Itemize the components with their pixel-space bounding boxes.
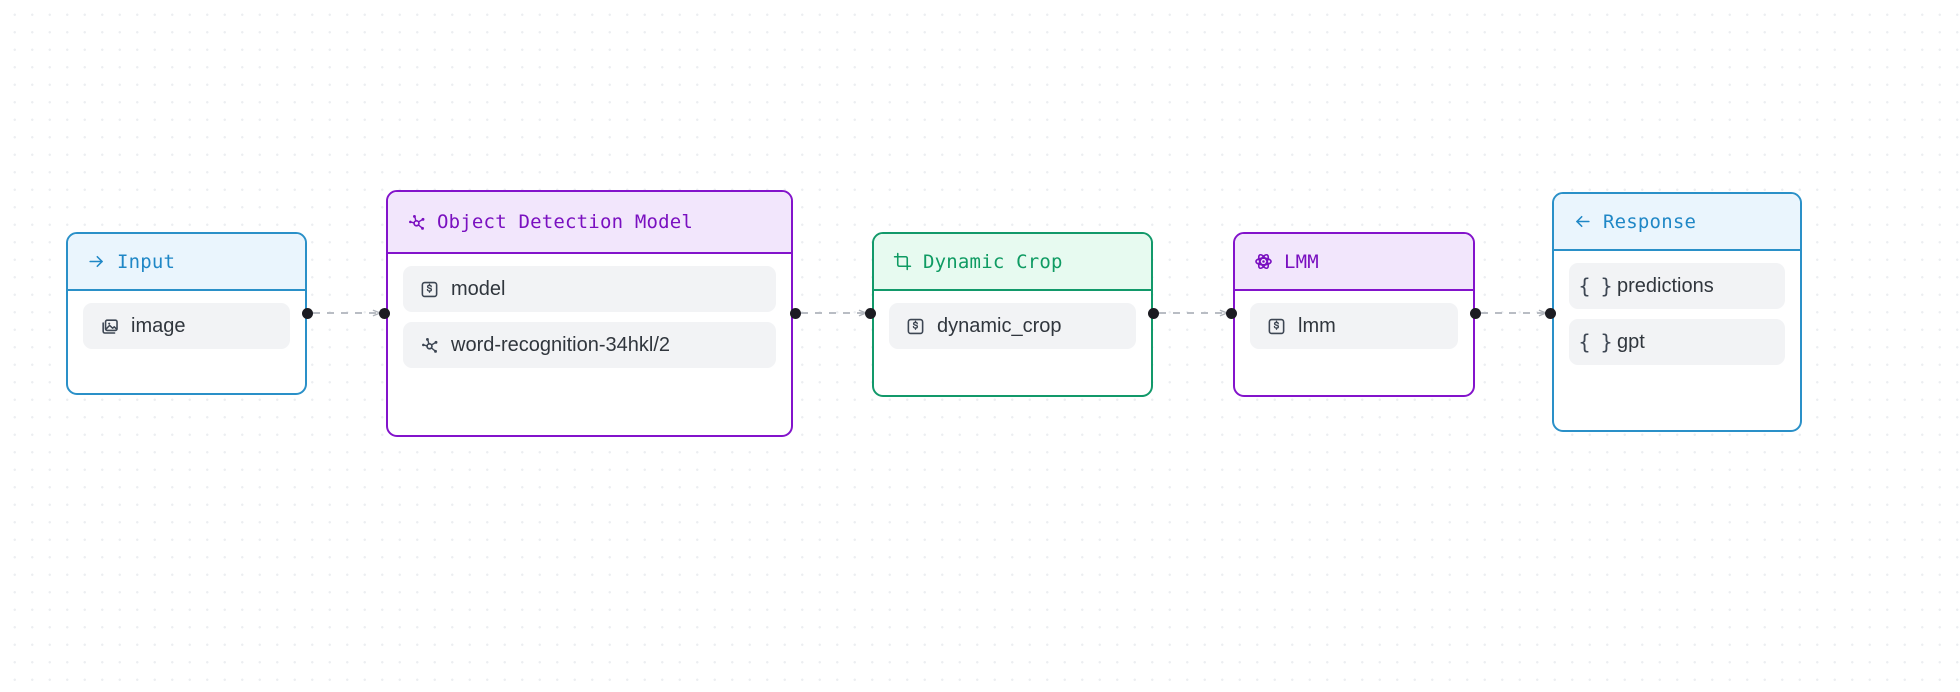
node-body-lmm: lmm [1235, 291, 1473, 364]
braces-icon: { } [1578, 274, 1612, 298]
node-response[interactable]: Response{ }predictions{ }gpt [1552, 192, 1802, 432]
node-body-dynamic-crop: dynamic_crop [874, 291, 1151, 364]
port-model-in[interactable] [378, 307, 390, 319]
node-object-detection-model[interactable]: Object Detection Model model word-recognit… [386, 190, 793, 437]
node-field[interactable]: lmm [1250, 303, 1458, 349]
node-body-input: image [68, 291, 305, 364]
node-header-lmm[interactable]: LMM [1235, 234, 1473, 291]
port-model-out[interactable] [789, 307, 801, 319]
node-header-input[interactable]: Input [68, 234, 305, 291]
node-dynamic-crop[interactable]: Dynamic Crop dynamic_crop [872, 232, 1153, 397]
node-field[interactable]: { }gpt [1569, 319, 1785, 365]
node-header-object-detection-model[interactable]: Object Detection Model [388, 192, 791, 254]
node-field-label: dynamic_crop [937, 315, 1062, 337]
port-crop-out[interactable] [1147, 307, 1159, 319]
port-input-out[interactable] [301, 307, 313, 319]
node-field-label: image [131, 315, 186, 337]
node-header-response[interactable]: Response [1554, 194, 1800, 251]
node-body-response: { }predictions{ }gpt [1554, 251, 1800, 380]
port-crop-in[interactable] [864, 307, 876, 319]
node-field[interactable]: word-recognition-34hkl/2 [403, 322, 776, 368]
node-body-object-detection-model: model word-recognition-34hkl/2 [388, 254, 791, 383]
port-response-in[interactable] [1544, 307, 1556, 319]
node-field-label: predictions [1617, 275, 1714, 297]
images-icon [99, 316, 119, 336]
node-title: Object Detection Model [437, 211, 694, 233]
string-dollar-icon [905, 316, 925, 336]
node-lmm[interactable]: LMM lmm [1233, 232, 1475, 397]
node-field-label: lmm [1298, 315, 1336, 337]
node-input[interactable]: Input image [66, 232, 307, 395]
string-dollar-icon [1266, 316, 1286, 336]
arrow-right-icon [86, 252, 106, 272]
model-graph-icon [419, 335, 439, 355]
node-field[interactable]: image [83, 303, 290, 349]
atom-icon [1253, 252, 1273, 272]
node-field-label: word-recognition-34hkl/2 [451, 334, 671, 356]
node-title: Dynamic Crop [923, 250, 1063, 273]
node-header-dynamic-crop[interactable]: Dynamic Crop [874, 234, 1151, 291]
node-field-label: model [451, 278, 506, 300]
node-field-label: gpt [1617, 331, 1645, 353]
node-title: Input [117, 250, 176, 273]
arrow-left-icon [1572, 212, 1592, 232]
node-field[interactable]: model [403, 266, 776, 312]
port-lmm-in[interactable] [1225, 307, 1237, 319]
string-dollar-icon [419, 279, 439, 299]
port-lmm-out[interactable] [1469, 307, 1481, 319]
braces-icon: { } [1578, 330, 1612, 354]
node-field[interactable]: { }predictions [1569, 263, 1785, 309]
node-title: LMM [1284, 250, 1319, 273]
node-title: Response [1603, 210, 1697, 233]
crop-icon [892, 252, 912, 272]
node-field[interactable]: dynamic_crop [889, 303, 1136, 349]
model-graph-icon [406, 212, 426, 232]
